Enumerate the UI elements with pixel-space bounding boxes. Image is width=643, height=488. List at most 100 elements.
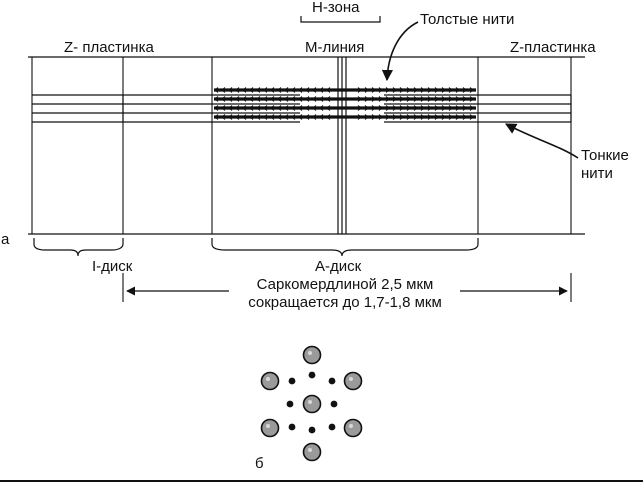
thin-filament-cross-section [288, 423, 296, 431]
thin-filament-cross-section [330, 400, 338, 408]
cross-bridge [319, 87, 324, 93]
cross-bridge [284, 114, 289, 120]
cross-bridge [291, 105, 296, 111]
cross-bridge [277, 105, 282, 111]
a-disk-bracket [211, 238, 479, 257]
thick-filaments-pointer [381, 21, 419, 82]
cross-bridge [312, 96, 317, 102]
cross-bridge [406, 105, 411, 111]
cross-bridge [298, 96, 303, 102]
cross-bridge [406, 87, 411, 93]
cross-bridge [371, 114, 376, 120]
cross-bridge [469, 105, 474, 111]
cross-bridge [221, 96, 226, 102]
cross-bridge [277, 87, 282, 93]
panel-b-label: б [255, 455, 264, 472]
thick-filament-cross-section [260, 371, 280, 391]
panel-a-label: а [1, 231, 10, 248]
cross-bridge [455, 87, 460, 93]
cross-bridge [364, 105, 369, 111]
cross-bridge [305, 96, 310, 102]
cross-bridge [420, 96, 425, 102]
cross-bridge [270, 87, 275, 93]
cross-bridge [469, 87, 474, 93]
thick-filament-cross-section [343, 371, 363, 391]
cross-bridge [434, 114, 439, 120]
cross-bridge [326, 114, 331, 120]
cross-bridge [399, 87, 404, 93]
cross-bridge [291, 114, 296, 120]
cross-bridge [448, 114, 453, 120]
cross-bridge [462, 114, 467, 120]
cross-bridge [319, 114, 324, 120]
cross-bridge [385, 96, 390, 102]
i-disk-bracket [33, 238, 124, 257]
cross-bridge [319, 96, 324, 102]
cross-bridge [235, 105, 240, 111]
i-disk-label: I-диск [92, 258, 133, 275]
cross-section-highlight [308, 400, 312, 404]
cross-bridge [413, 114, 418, 120]
cross-bridge [249, 105, 254, 111]
h-zone-label: H-зона [312, 0, 360, 16]
cross-bridge [263, 114, 268, 120]
thick-filament-cross-section [302, 345, 322, 365]
thick-filament-cross-section [302, 394, 322, 414]
sarcomere-contraction-text: сокращается до 1,7-1,8 мкм [248, 294, 442, 311]
cross-bridge [270, 114, 275, 120]
thick-filaments-label: Толстые нити [420, 11, 514, 28]
cross-bridge [312, 114, 317, 120]
cross-bridge [371, 87, 376, 93]
cross-bridge [235, 87, 240, 93]
cross-bridge [249, 114, 254, 120]
cross-section-lattice [260, 345, 363, 462]
cross-bridge [242, 96, 247, 102]
cross-bridge [371, 96, 376, 102]
thin-filament-cross-section [328, 377, 336, 385]
cross-bridge [249, 87, 254, 93]
thick-filament-cross-section [260, 418, 280, 438]
cross-bridge [263, 87, 268, 93]
cross-bridge [242, 114, 247, 120]
cross-bridge [392, 96, 397, 102]
cross-bridge [263, 105, 268, 111]
cross-section-highlight [349, 424, 353, 428]
cross-bridge [448, 96, 453, 102]
thin-filament-cross-section [288, 377, 296, 385]
cross-bridge [469, 96, 474, 102]
cross-bridge [364, 114, 369, 120]
z-plate-left-label: Z- пластинка [64, 39, 154, 56]
cross-bridge [371, 105, 376, 111]
cross-bridge [427, 114, 432, 120]
cross-bridge [462, 105, 467, 111]
cross-bridge [270, 105, 275, 111]
cross-bridge [305, 87, 310, 93]
cross-bridge [326, 87, 331, 93]
cross-bridge [378, 96, 383, 102]
cross-bridge [228, 114, 233, 120]
cross-bridge [228, 105, 233, 111]
cross-bridge [399, 96, 404, 102]
cross-bridge [298, 105, 303, 111]
cross-bridge [434, 96, 439, 102]
cross-bridge [413, 105, 418, 111]
thin-filament-cross-section [328, 423, 336, 431]
cross-bridge [228, 96, 233, 102]
cross-bridge [284, 96, 289, 102]
thin-filament-cross-section [286, 400, 294, 408]
cross-bridge [305, 105, 310, 111]
cross-bridge [357, 105, 362, 111]
cross-bridge [305, 114, 310, 120]
cross-bridge [441, 114, 446, 120]
cross-section-highlight [349, 377, 353, 381]
cross-bridge [469, 114, 474, 120]
cross-bridge [455, 105, 460, 111]
sarcomere-length-text: Саркомердлиной 2,5 мкм [257, 276, 434, 293]
cross-bridge [242, 105, 247, 111]
cross-bridge [385, 87, 390, 93]
cross-bridge [357, 114, 362, 120]
cross-bridge [427, 105, 432, 111]
cross-bridge [256, 96, 261, 102]
